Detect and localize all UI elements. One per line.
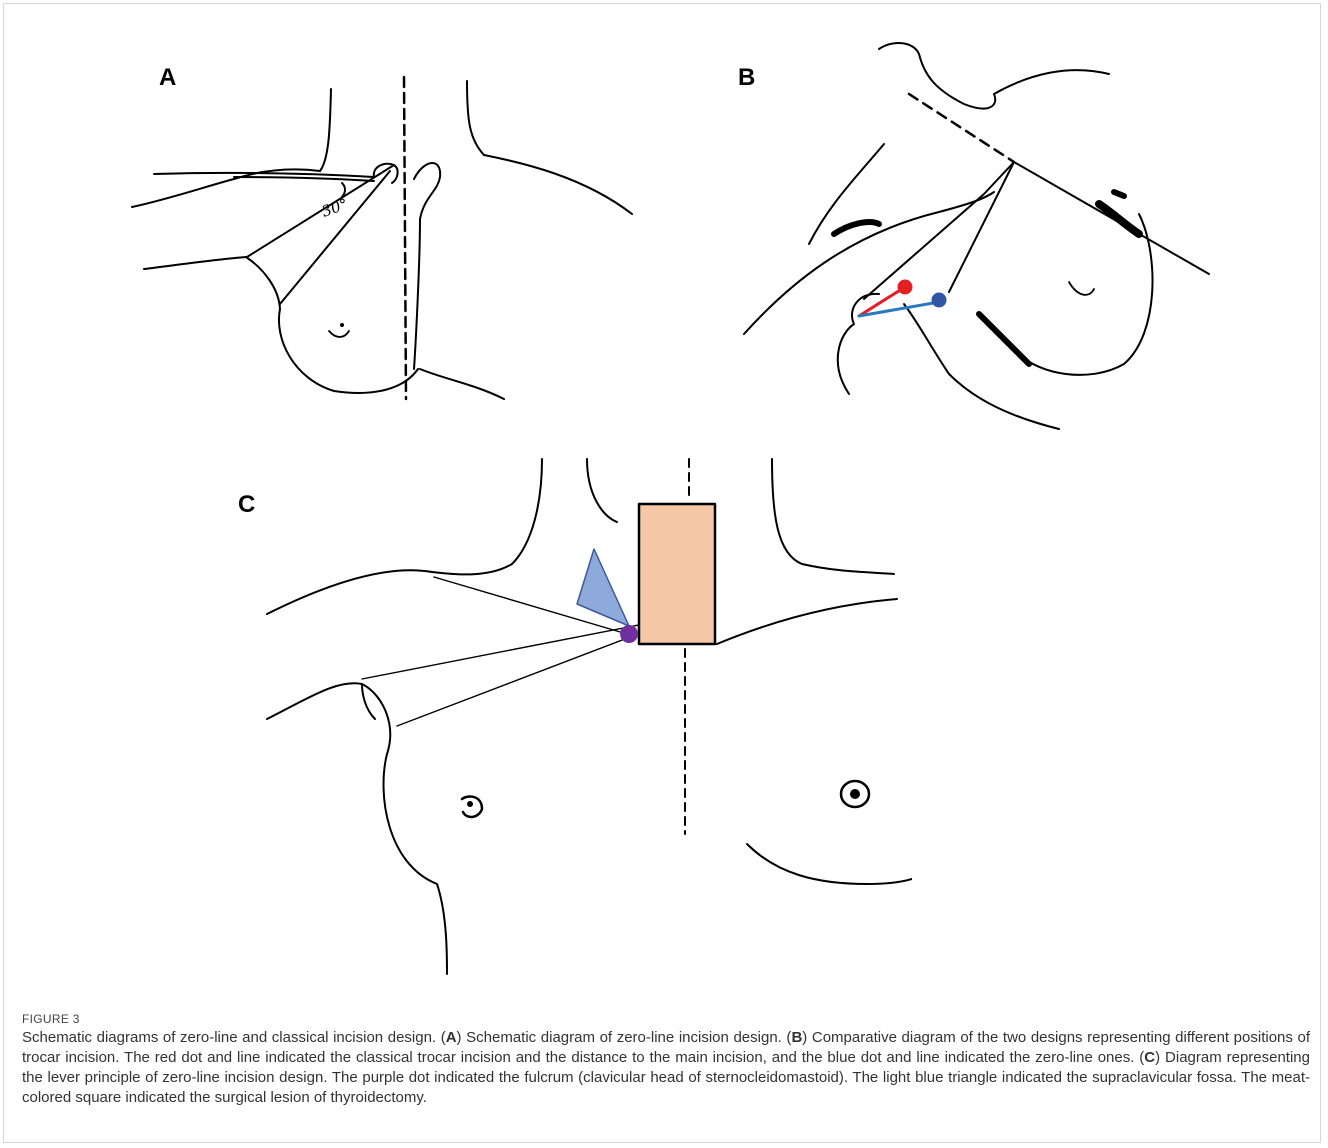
arm-fold bbox=[362, 684, 375, 719]
clavicle-line-lower bbox=[234, 177, 374, 181]
angle-label: 30° bbox=[319, 195, 350, 221]
panel-c-illustration bbox=[257, 454, 912, 979]
neck-upper-outline bbox=[879, 43, 995, 109]
panel-b-letter: B bbox=[738, 64, 755, 92]
midline-dashed bbox=[909, 94, 1014, 162]
muscle-shade bbox=[834, 222, 879, 234]
nipple-dot bbox=[340, 323, 344, 327]
figure-label: FIGURE 3 bbox=[22, 1012, 80, 1026]
chest-right-outline bbox=[420, 369, 504, 399]
incision-line-lower bbox=[280, 171, 390, 304]
right-clavicle-outline bbox=[717, 599, 897, 644]
panel-c-letter: C bbox=[238, 491, 255, 519]
left-shoulder-outline bbox=[267, 570, 432, 614]
areola-shade bbox=[1099, 204, 1139, 234]
panel-a-illustration: 30° bbox=[124, 59, 644, 404]
clavicle-outline bbox=[744, 192, 994, 334]
supraclavicular-fossa-triangle bbox=[577, 549, 629, 626]
chest-curve bbox=[904, 304, 1059, 429]
left-shoulder-outline bbox=[132, 169, 320, 207]
panel-b-illustration bbox=[729, 34, 1229, 434]
left-breast-outline bbox=[267, 683, 447, 974]
shoulder-right-outline bbox=[994, 70, 1109, 94]
upper-mark bbox=[1114, 192, 1124, 196]
breast-fold-shade bbox=[979, 314, 1029, 364]
clavicular-head bbox=[374, 164, 398, 183]
right-breast-outline bbox=[747, 844, 912, 884]
right-shoulder-outline bbox=[484, 155, 632, 214]
left-nipple bbox=[462, 796, 482, 817]
right-nipple-center bbox=[850, 789, 860, 799]
sternal-line bbox=[949, 162, 1014, 292]
caption-text-1: Schematic diagrams of zero-line and clas… bbox=[22, 1029, 446, 1046]
neck-left-outline bbox=[587, 459, 617, 522]
caption-ref-c: C bbox=[1144, 1049, 1155, 1066]
sternocleidomastoid-line bbox=[864, 162, 1014, 299]
fulcrum-dot bbox=[620, 625, 638, 643]
figure: 30° A B bbox=[3, 3, 1321, 1143]
neck-right-outline bbox=[772, 459, 894, 574]
left-nipple-center bbox=[467, 801, 473, 807]
panel-a-letter: A bbox=[159, 64, 176, 92]
neck-left-curve bbox=[432, 459, 542, 574]
nipple-mark bbox=[1069, 282, 1094, 295]
figure-caption: Schematic diagrams of zero-line and clas… bbox=[22, 1028, 1310, 1108]
nipple-mark bbox=[329, 331, 349, 337]
right-clavicle-notch bbox=[414, 163, 440, 369]
left-breast-outline bbox=[144, 257, 418, 393]
zero-line-trocar-dot bbox=[932, 293, 947, 308]
caption-ref-a: A bbox=[446, 1029, 457, 1046]
neck-right-outline bbox=[467, 81, 484, 155]
caption-ref-b: B bbox=[791, 1029, 802, 1046]
midline-dashed bbox=[404, 77, 406, 399]
lever-line-middle bbox=[362, 616, 685, 679]
neck-left-outline bbox=[320, 89, 331, 171]
caption-text-2: ) Schematic diagram of zero-line incisio… bbox=[457, 1029, 792, 1046]
classical-trocar-dot bbox=[898, 280, 913, 295]
surgical-lesion-square bbox=[639, 504, 715, 644]
